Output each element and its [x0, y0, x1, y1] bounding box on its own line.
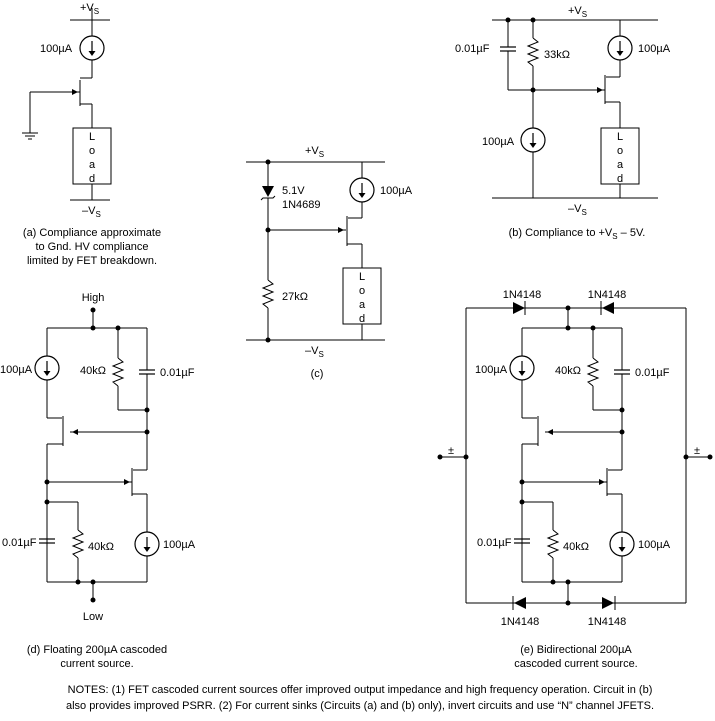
a-vplus-label: +VS	[80, 2, 99, 16]
e-diode-top-right-label: 1N4148	[588, 289, 627, 301]
a-load-char-1: L	[89, 131, 95, 143]
a-load-box	[72, 127, 112, 185]
b-cap-label: 0.01µF	[455, 43, 490, 55]
e-right-terminal-label: ±	[694, 445, 700, 457]
e-top-capacitor-symbol	[613, 369, 631, 375]
e-diode-bottom-right	[602, 597, 614, 609]
b-vminus-label: –VS	[568, 203, 587, 217]
c-vplus-label: +VS	[305, 145, 324, 159]
d-low-label: Low	[83, 611, 103, 623]
c-load-char-3: a	[359, 299, 366, 311]
circuit-e: 1N4148 1N4148 1N4148 1N4148 ± ± 100µA 40…	[437, 289, 713, 670]
d-caption-line2: current source.	[60, 658, 133, 670]
c-caption: (c)	[311, 368, 324, 380]
e-bottom-cap-label: 0.01µF	[477, 537, 512, 549]
c-vminus-label: –VS	[305, 345, 324, 359]
b-load-char-4: d	[617, 173, 623, 185]
e-top-resistor-label: 40kΩ	[555, 365, 581, 377]
e-diode-top-left-label: 1N4148	[503, 289, 542, 301]
a-load-char-4: d	[89, 173, 95, 185]
b-vplus-label: +VS	[568, 5, 587, 19]
c-source-label: 100µA	[380, 185, 413, 197]
a-caption-line3: limited by FET breakdown.	[27, 255, 157, 267]
a-caption-line2: to Gnd. HV compliance	[35, 241, 148, 253]
c-zener-diode	[262, 186, 274, 197]
b-caption: (b) Compliance to +VS – 5V.	[509, 227, 646, 241]
d-high-label: High	[82, 292, 105, 304]
b-load-box	[600, 127, 640, 185]
e-diode-bottom-left	[514, 597, 526, 609]
c-resistor-label: 27kΩ	[282, 291, 308, 303]
notes-line2: also provides improved PSRR. (2) For cur…	[66, 700, 654, 712]
a-current-source-symbol	[79, 35, 105, 61]
d-bottom-resistor-label: 40kΩ	[88, 541, 114, 553]
circuit-b: +VS 0.01µF 33kΩ 100µA 100µA L o a d –VS	[455, 5, 671, 241]
e-diode-bottom-right-label: 1N4148	[588, 616, 627, 628]
circuit-c: +VS 5.1V 1N4689 27kΩ 100µA L o a d –VS (…	[246, 145, 413, 380]
b-top-source-label: 100µA	[638, 43, 671, 55]
d-top-source-symbol	[34, 355, 60, 381]
e-diode-bottom-left-label: 1N4148	[501, 616, 540, 628]
a-load-char-2: o	[89, 145, 95, 157]
e-left-terminal-label: ±	[448, 445, 454, 457]
circuit-a: +VS 100µA L o a d –VS (a) Compliance app…	[22, 2, 161, 267]
b-load-char-3: a	[617, 159, 624, 171]
a-caption-line1: (a) Compliance approximate	[23, 227, 161, 239]
b-left-source-label: 100µA	[482, 136, 515, 148]
d-top-cap-label: 0.01µF	[160, 367, 195, 379]
d-bottom-source-symbol	[134, 531, 160, 557]
d-bottom-cap-label: 0.01µF	[2, 537, 37, 549]
d-bottom-source-label: 100µA	[163, 539, 196, 551]
d-top-capacitor-symbol	[138, 369, 156, 375]
e-bottom-source-symbol	[609, 531, 635, 557]
b-resistor-label: 33kΩ	[544, 49, 570, 61]
c-zener-part: 1N4689	[282, 199, 321, 211]
circuit-d: High 100µA 40kΩ 0.01µF	[0, 292, 196, 670]
e-diode-top-right	[602, 302, 614, 314]
b-load-char-1: L	[617, 131, 623, 143]
b-load-char-2: o	[617, 145, 623, 157]
d-top-resistor-label: 40kΩ	[80, 365, 106, 377]
a-vminus-label: –VS	[82, 205, 101, 219]
e-caption-line2: cascoded current source.	[514, 658, 638, 670]
c-zener-voltage: 5.1V	[282, 185, 305, 197]
d-caption-line1: (d) Floating 200µA cascoded	[27, 644, 167, 656]
notes-line1: NOTES: (1) FET cascoded current sources …	[68, 684, 653, 696]
e-top-source-label: 100µA	[475, 364, 508, 376]
c-current-source-symbol	[349, 177, 375, 203]
a-load-char-3: a	[89, 159, 96, 171]
e-top-cap-label: 0.01µF	[635, 367, 670, 379]
c-load-box	[342, 267, 382, 325]
a-source-label: 100µA	[40, 43, 73, 55]
c-load-char-2: o	[359, 285, 365, 297]
b-left-source-symbol	[520, 127, 546, 153]
e-caption-line1: (e) Bidirectional 200µA	[520, 644, 632, 656]
b-capacitor-symbol	[499, 46, 517, 52]
e-bottom-source-label: 100µA	[638, 539, 671, 551]
b-top-source-symbol	[607, 35, 633, 61]
d-top-source-label: 100µA	[0, 364, 33, 376]
e-diode-top-left	[513, 302, 525, 314]
c-load-char-4: d	[359, 313, 365, 325]
e-top-source-symbol	[509, 355, 535, 381]
e-bottom-resistor-label: 40kΩ	[563, 541, 589, 553]
c-load-char-1: L	[359, 271, 365, 283]
